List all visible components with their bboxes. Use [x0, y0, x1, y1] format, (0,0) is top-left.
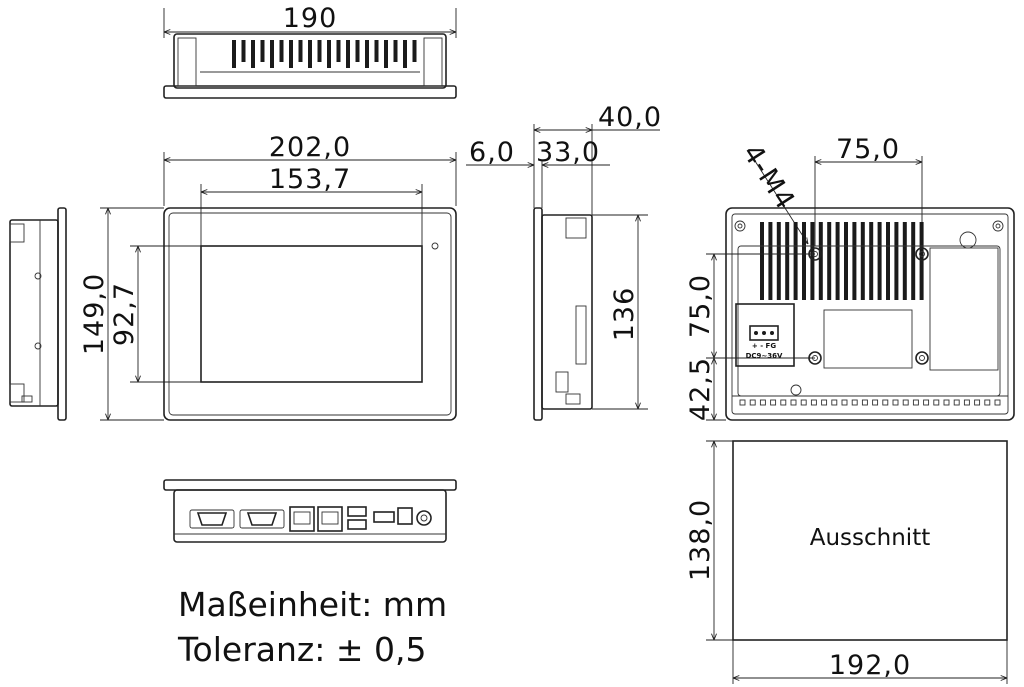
body-depth-label: 33,0 [536, 137, 600, 168]
serial-port-2-icon [239, 509, 285, 529]
power-polarity-label: + - FG [752, 342, 776, 350]
depth-total-label: 40,0 [598, 102, 662, 133]
ethernet-port-1-icon [289, 506, 315, 532]
top-view: 190 [163, 3, 457, 99]
left-side-view [9, 207, 67, 421]
screen-height-label: 92,7 [109, 282, 140, 346]
top-width-label: 190 [283, 3, 338, 34]
bezel-depth-label: 6,0 [469, 137, 515, 168]
front-height-label: 149,0 [79, 273, 110, 355]
power-jack-icon [397, 507, 413, 525]
cutout-height-label: 138,0 [685, 499, 716, 581]
tolerance-note: Toleranz: ± 0,5 [178, 630, 427, 669]
mount-label: 4-M4 [736, 139, 801, 216]
usb-port-icon [347, 506, 367, 530]
rear-port-strip [739, 399, 1001, 406]
hdmi-port-icon [373, 511, 395, 523]
unit-note: Maßeinheit: mm [178, 585, 448, 624]
screen-width-label: 153,7 [269, 164, 351, 195]
cutout-view: Ausschnitt 138,0 192,0 [685, 440, 1008, 684]
power-button-icon [416, 510, 432, 526]
hole-spacing-x-label: 75,0 [836, 134, 900, 165]
power-spec-label: DC9~36V [746, 352, 783, 360]
cutout-label: Ausschnitt [810, 525, 931, 551]
hole-spacing-y-label: 75,0 [685, 274, 716, 338]
cutout-width-label: 192,0 [829, 650, 911, 681]
front-width-label: 202,0 [269, 132, 351, 163]
rear-heatsink-fins [760, 222, 924, 300]
rear-view: 4-M4 75,0 + - FG DC9~36V [685, 134, 1015, 421]
front-view: 202,0 153,7 149,0 92,7 [79, 132, 457, 421]
bottom-view [163, 479, 457, 543]
ethernet-port-2-icon [317, 506, 343, 532]
hole-offset-y-label: 42,5 [685, 357, 716, 421]
top-heatsink-fins [232, 40, 417, 68]
serial-port-1-icon [189, 509, 235, 529]
right-side-view: 40,0 6,0 33,0 136 [466, 102, 662, 421]
body-height-label: 136 [609, 287, 640, 342]
